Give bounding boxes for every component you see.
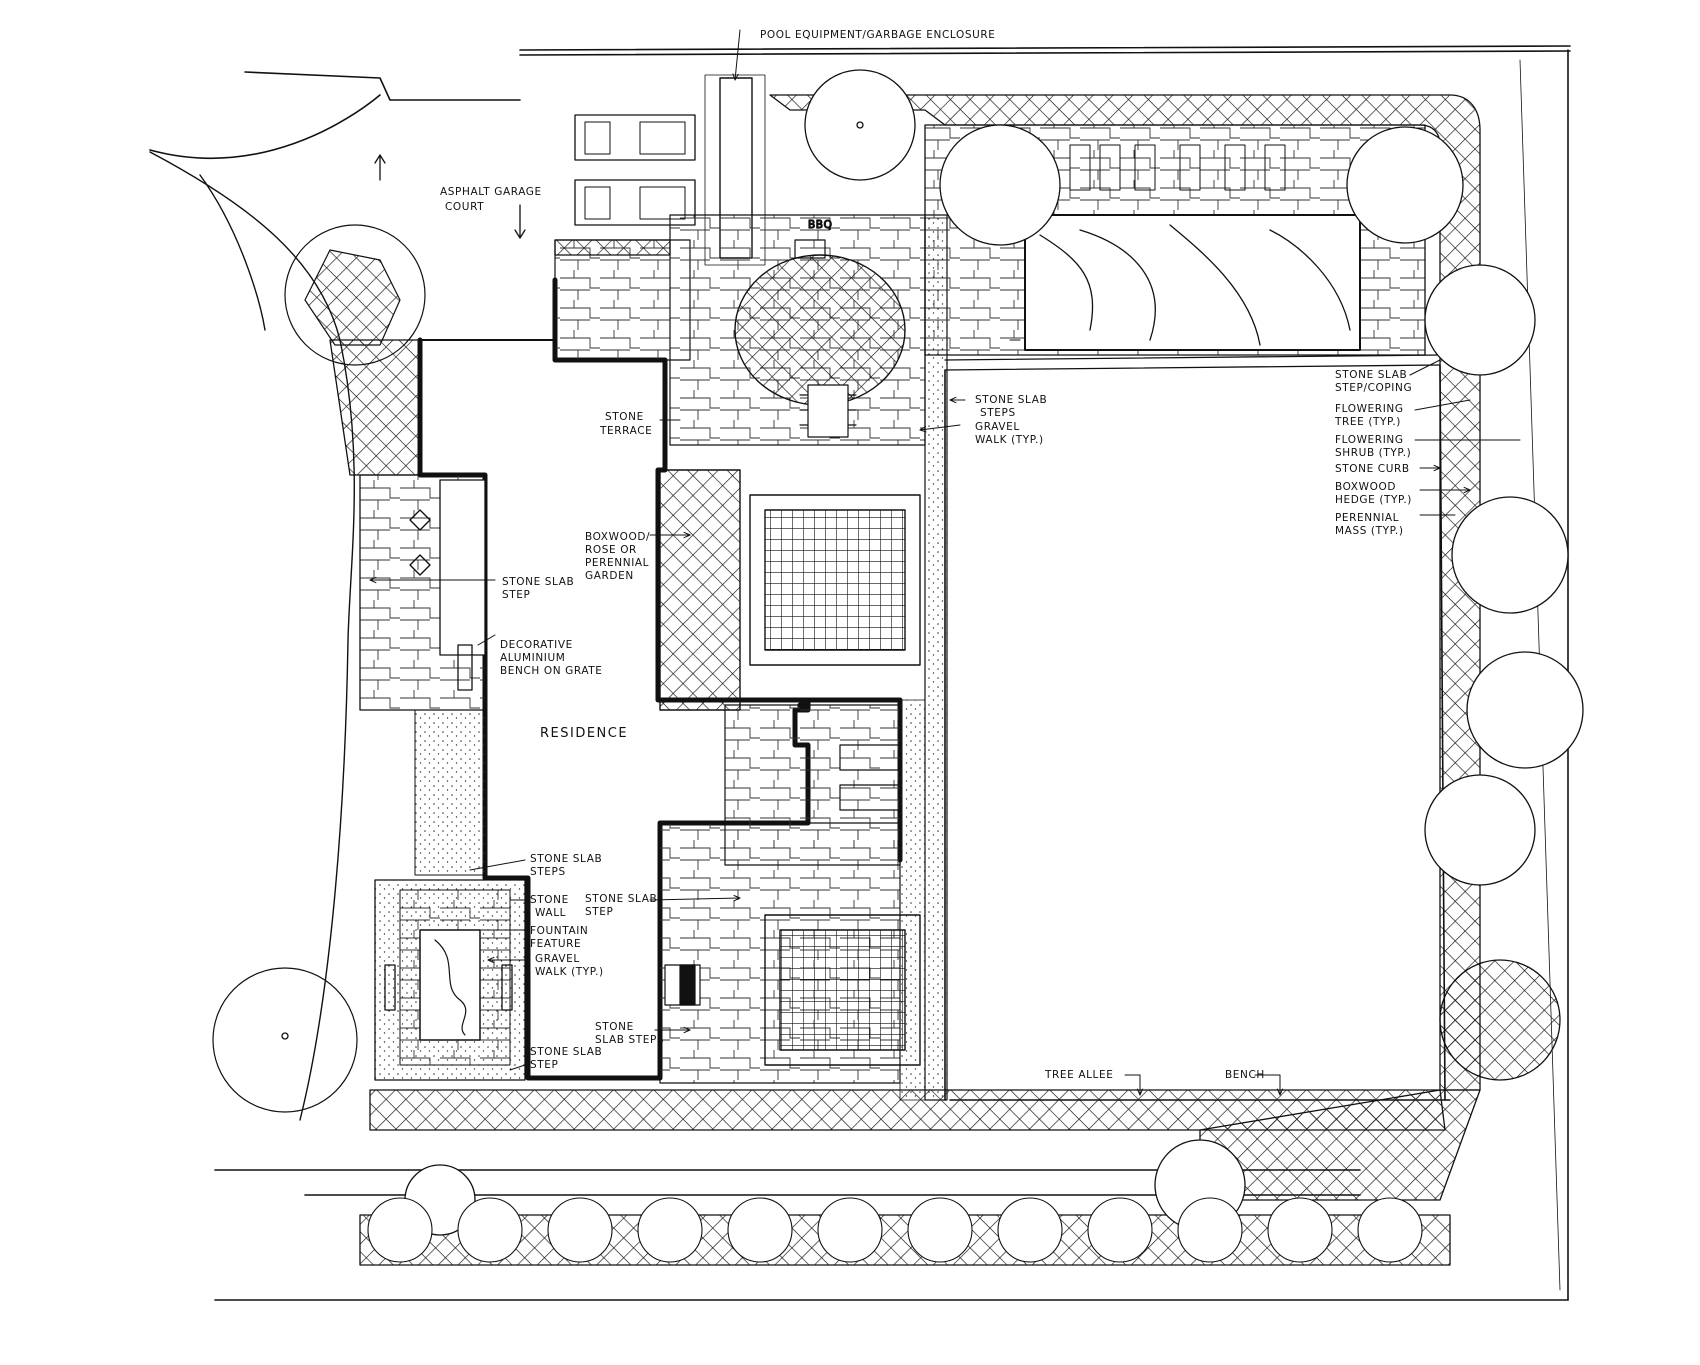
label-stone-slab-steps-low-2: Slab Steps	[595, 1034, 664, 1046]
label-boxwood-1: Boxwood/	[585, 531, 650, 543]
label-boxwood-hedge-1: Boxwood	[1335, 481, 1396, 493]
tree-allee	[367, 1197, 1423, 1263]
label-stone-slab-step-left-1: Stone Slab	[502, 576, 574, 588]
label-stone-slab-step-mid-1: Stone Slab	[585, 893, 657, 905]
label-coping-1: Stone Slab	[1335, 369, 1407, 381]
label-boxwood-hedge-2: Hedge (Typ.)	[1335, 494, 1412, 506]
label-stone-terrace-1: Stone	[605, 411, 644, 423]
label-stone-slab-steps-top-1: Stone Slab	[975, 394, 1047, 406]
label-stone-slab-step-left-2: Step	[502, 589, 530, 601]
label-bbq: BBQ	[808, 219, 832, 231]
label-gravel-walk-low-2: Walk (Typ.)	[535, 966, 604, 978]
label-stone-slab-steps-mid-1: Stone Slab	[530, 853, 602, 865]
label-boxwood-2: Rose or	[585, 544, 637, 556]
label-stone-slab-steps-top-2: Steps	[980, 407, 1016, 419]
label-garage-court-2: Court	[445, 201, 484, 213]
label-stone-terrace-2: Terrace	[599, 425, 652, 437]
west-tree-bed	[212, 224, 426, 1113]
label-stone-slab-step-low-2: Step	[530, 1059, 558, 1071]
label-stone-slab-step-mid-2: Step	[585, 906, 613, 918]
label-flowering-tree-2: Tree (Typ.)	[1334, 416, 1401, 428]
label-gravel-walk-top-2: Walk (Typ.)	[975, 434, 1044, 446]
hedges	[359, 94, 1481, 1266]
label-stone-slab-steps-mid-2: Steps	[530, 866, 566, 878]
label-pool-equipment: Pool Equipment/Garbage Enclosure	[760, 29, 996, 41]
label-coping-2: Step/Coping	[1335, 382, 1412, 394]
parterre-gardens	[659, 469, 921, 1066]
label-decorative-bench-1: Decorative	[500, 639, 573, 651]
label-stone-wall-1: Stone	[530, 894, 569, 906]
label-bench: Bench	[1225, 1069, 1265, 1081]
label-flowering-shrub-1: Flowering	[1335, 434, 1404, 446]
label-gravel-walk-low-1: Gravel	[535, 953, 580, 965]
label-stone-slab-steps-low-1: Stone	[595, 1021, 634, 1033]
label-decorative-bench-3: Bench on Grate	[500, 665, 603, 677]
label-boxwood-4: Garden	[585, 570, 634, 582]
label-residence: Residence	[540, 726, 628, 741]
label-perennial-mass-2: Mass (Typ.)	[1335, 525, 1404, 537]
label-stone-wall-2: Wall	[535, 907, 566, 919]
label-fountain-2: Feature	[530, 938, 581, 950]
label-flowering-shrub-2: Shrub (Typ.)	[1335, 447, 1411, 459]
label-stone-slab-step-low-1: Stone Slab	[530, 1046, 602, 1058]
fountain-court	[374, 879, 526, 1081]
label-decorative-bench-2: Aluminium	[500, 652, 565, 664]
lawn	[944, 364, 1451, 1101]
label-stone-curb: Stone Curb	[1335, 463, 1410, 475]
annotations: Pool Equipment/Garbage Enclosure Asphalt…	[440, 29, 1412, 1081]
label-tree-allee: Tree Allee	[1044, 1069, 1113, 1081]
stone-terrace: BBQ	[554, 214, 1021, 446]
leader-lines	[370, 29, 1521, 1095]
entry-court	[359, 474, 486, 876]
curved-drive	[149, 151, 355, 1121]
label-garage-court-1: Asphalt Garage	[440, 186, 542, 198]
label-fountain-1: Fountain	[530, 925, 588, 937]
label-perennial-mass-1: Perennial	[1335, 512, 1399, 524]
label-gravel-walk-top-1: Gravel	[975, 421, 1020, 433]
label-flowering-tree-1: Flowering	[1335, 403, 1404, 415]
label-boxwood-3: Perennial	[585, 557, 649, 569]
